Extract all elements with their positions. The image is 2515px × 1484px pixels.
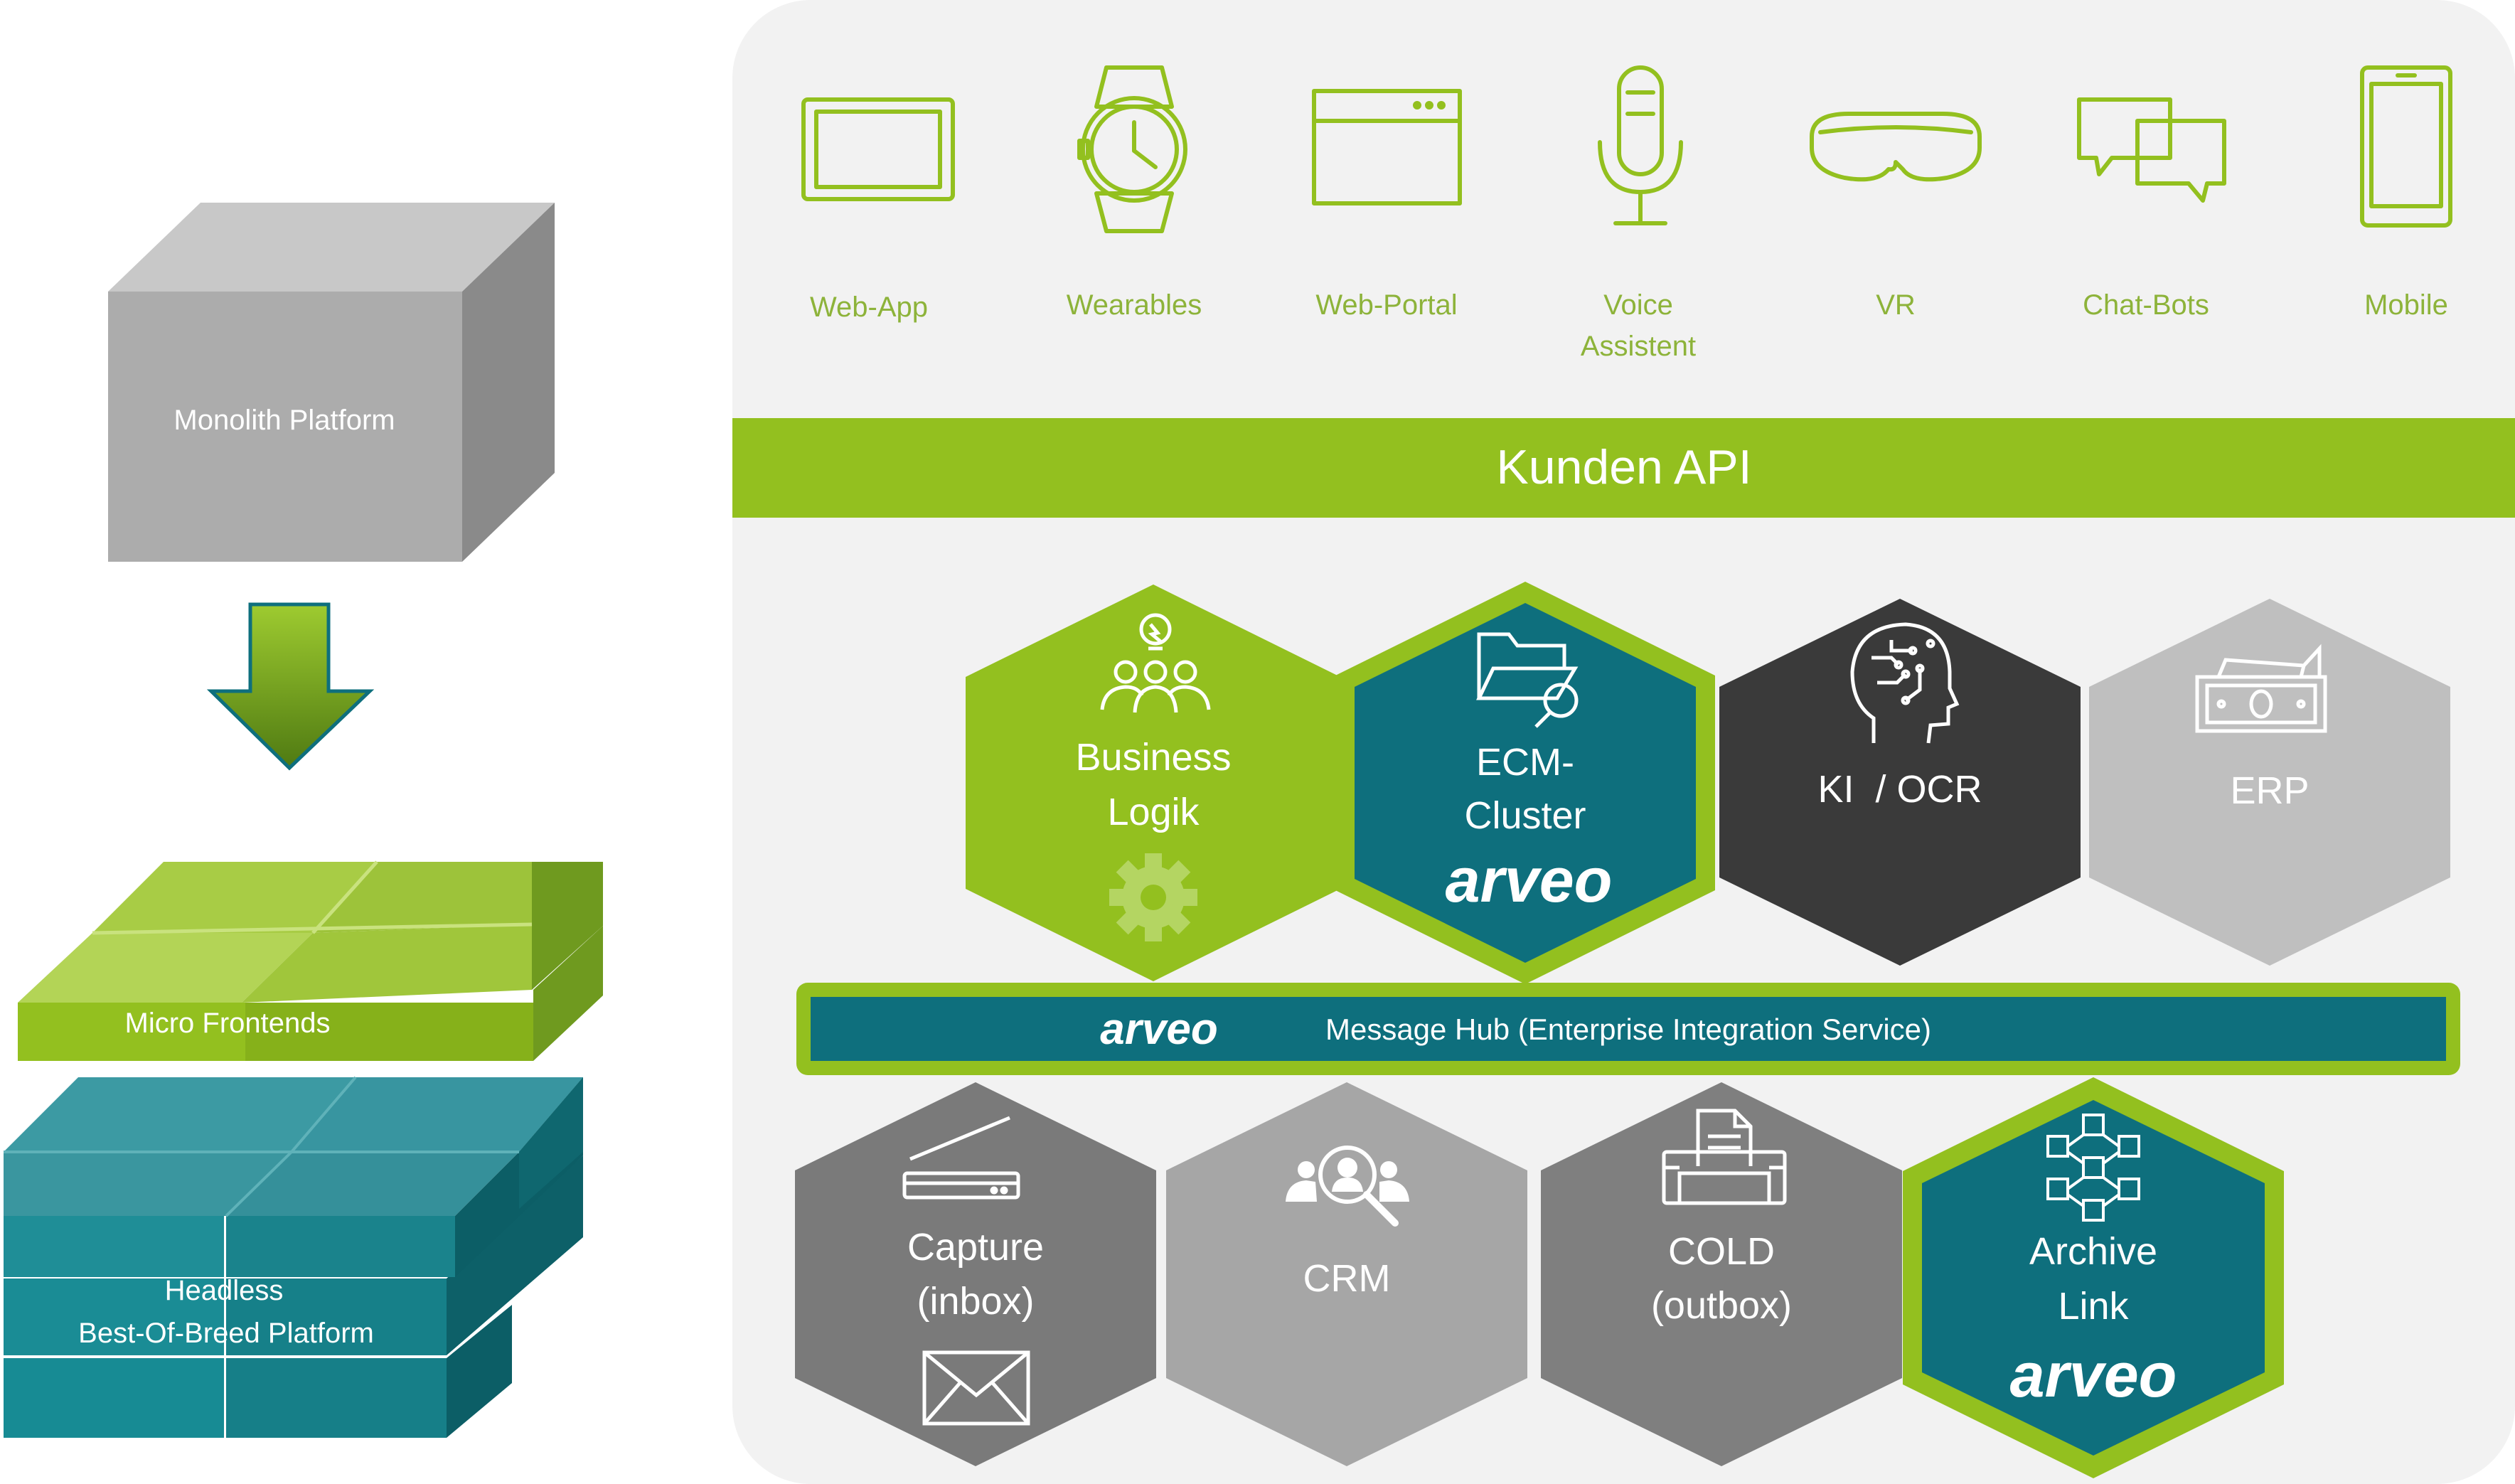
monolith-label: Monolith Platform xyxy=(173,405,395,436)
channel-label-chat-bots: Chat-Bots xyxy=(2083,289,2209,321)
channel-label-wearables: Wearables xyxy=(1067,289,1202,321)
banknote-icon xyxy=(2195,644,2327,733)
smartphone-icon xyxy=(2360,65,2452,228)
hex-ecm-cluster-line2: Cluster xyxy=(1464,794,1586,837)
hex-ki-ocr-label: KI / OCR xyxy=(1817,768,1982,811)
arveo-logo: arveo xyxy=(2010,1340,2177,1410)
channel-label-voice: Voice xyxy=(1603,289,1673,321)
channel-label-web-portal: Web-Portal xyxy=(1315,289,1457,321)
hex-ki-ocr xyxy=(1719,599,2081,966)
hex-business-logik xyxy=(966,584,1340,981)
blockchain-icon xyxy=(2046,1114,2140,1222)
hex-capture xyxy=(795,1082,1156,1466)
monolith-cube xyxy=(108,203,555,562)
headless-label-line2: Best-Of-Breed Platform xyxy=(78,1318,374,1349)
hex-erp-label: ERP xyxy=(2230,769,2309,812)
down-arrow-icon xyxy=(206,602,375,771)
hex-cold xyxy=(1541,1082,1902,1466)
folder-search-icon xyxy=(1476,632,1579,728)
hex-archive-link-line2: Link xyxy=(2058,1285,2129,1328)
micro-frontends-block xyxy=(18,860,603,1061)
hex-cold-line2: (outbox) xyxy=(1651,1284,1792,1327)
hex-cold-line1: COLD xyxy=(1668,1230,1775,1273)
micro-frontends-label: Micro Frontends xyxy=(125,1008,331,1039)
channel-label-mobile: Mobile xyxy=(2364,289,2448,321)
hex-capture-line2: (inbox) xyxy=(917,1280,1034,1323)
channel-label-vr: VR xyxy=(1876,289,1916,321)
scanner-icon xyxy=(902,1116,1020,1200)
message-hub-logo: arveo xyxy=(1100,1005,1217,1054)
arveo-logo: arveo xyxy=(1446,845,1613,915)
channel-label-voice-line2: Assistent xyxy=(1581,331,1696,362)
headless-label-line1: Headless xyxy=(165,1275,284,1306)
hex-archive-link-line1: Archive xyxy=(2029,1230,2157,1273)
envelope-icon xyxy=(922,1350,1030,1426)
team-idea-icon xyxy=(1100,613,1211,713)
kunden-api-bar xyxy=(732,418,2515,518)
hex-ecm-cluster xyxy=(1355,603,1696,963)
chat-bubbles-icon xyxy=(2077,97,2226,203)
hex-crm xyxy=(1166,1082,1527,1466)
kunden-api-label: Kunden API xyxy=(1496,440,1751,494)
microphone-icon xyxy=(1598,65,1683,225)
watch-icon xyxy=(1077,65,1187,233)
vr-glasses-icon xyxy=(1810,112,1982,182)
hex-crm-label: CRM xyxy=(1303,1257,1391,1300)
tablet-icon xyxy=(801,97,955,201)
ai-head-icon xyxy=(1850,622,1960,744)
channel-label-web-app: Web-App xyxy=(810,292,928,323)
hex-archive-link xyxy=(1922,1100,2265,1456)
hex-erp xyxy=(2089,599,2450,966)
printer-icon xyxy=(1662,1109,1787,1205)
message-hub-bar xyxy=(811,997,2446,1061)
message-hub-label: Message Hub (Enterprise Integration Serv… xyxy=(1325,1013,1931,1046)
hex-capture-line1: Capture xyxy=(907,1226,1044,1269)
hex-business-logik-line2: Logik xyxy=(1107,791,1200,833)
hex-ecm-cluster-line1: ECM- xyxy=(1476,741,1574,784)
gear-icon xyxy=(1109,853,1197,941)
browser-window-icon xyxy=(1312,89,1462,205)
customer-search-icon xyxy=(1286,1146,1409,1227)
headless-platform-block xyxy=(4,1076,583,1438)
hex-business-logik-line1: Business xyxy=(1075,736,1231,779)
